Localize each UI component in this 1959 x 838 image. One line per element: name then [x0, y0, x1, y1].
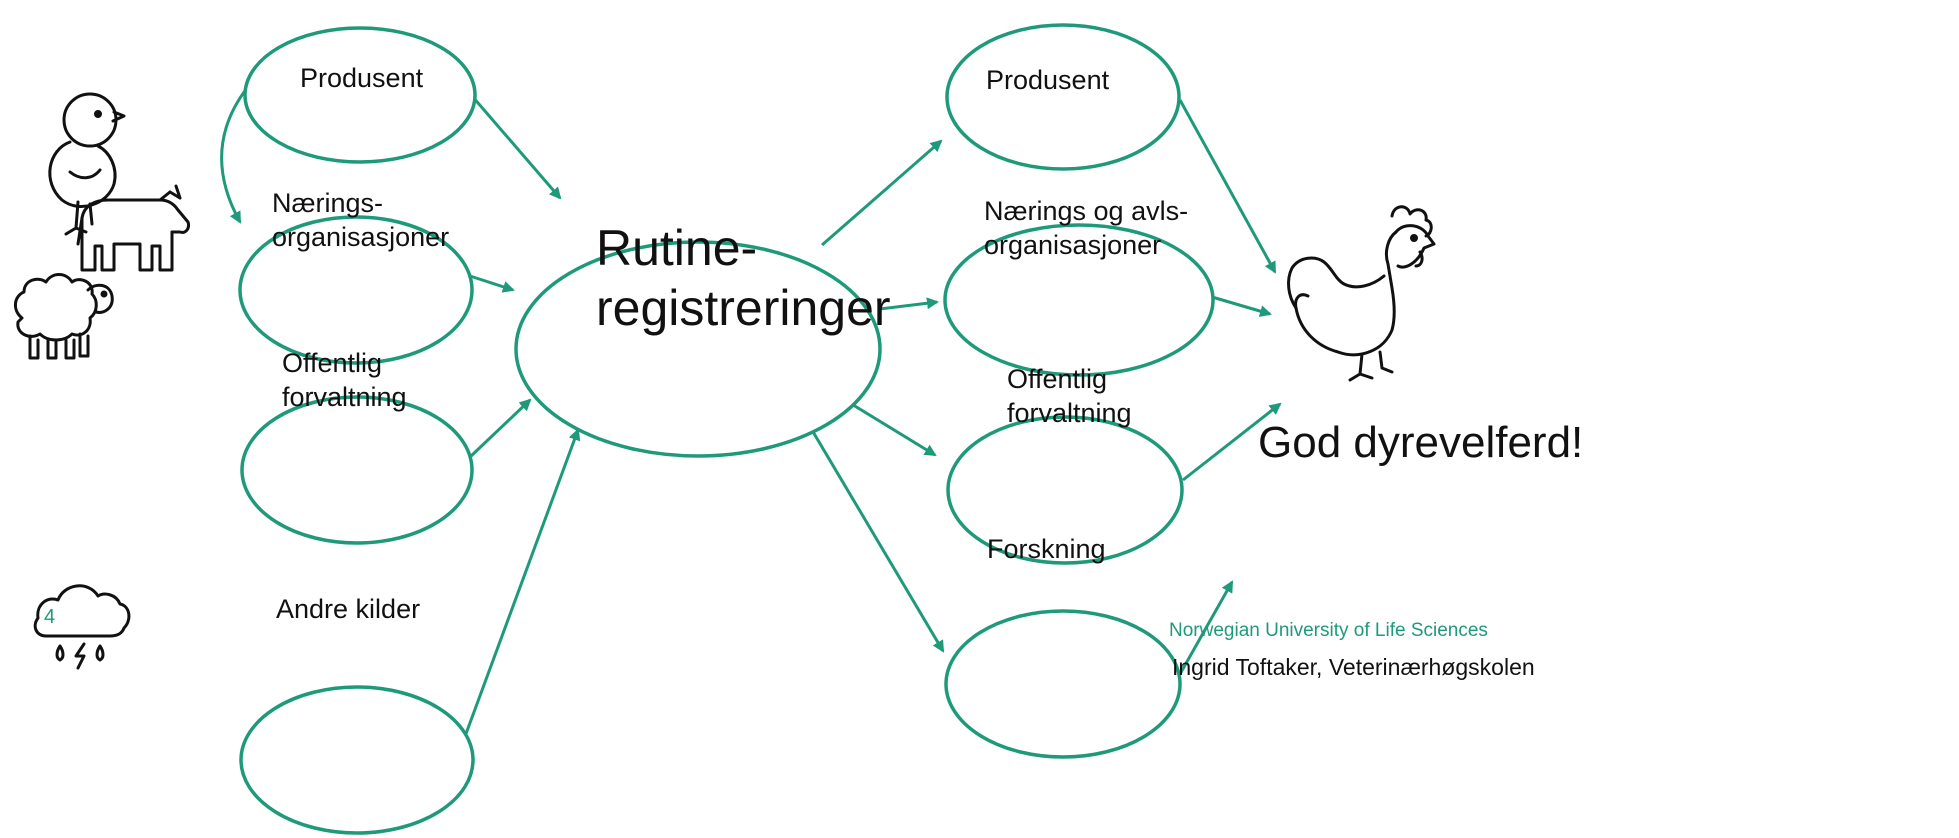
- page-number: 4: [44, 606, 56, 628]
- node-naerings-left: [238, 215, 474, 365]
- edge-center-to-offentlig-right: [844, 398, 937, 457]
- edge-produsent-left-to-center: [470, 95, 562, 200]
- node-produsent-right-label: Produsent: [986, 65, 1110, 95]
- node-andre-kilder: [239, 685, 475, 835]
- edge-forskning-to-goal: [1178, 580, 1234, 675]
- node-offentlig-left-label: Offentlig forvaltning: [282, 348, 407, 412]
- edge-andre-kilder-to-center: [458, 428, 581, 751]
- edge-offentlig-left-to-center: [468, 398, 532, 459]
- node-center-label: Rutine- registreringer: [596, 220, 891, 336]
- node-forskning: [944, 609, 1182, 759]
- node-andre-kilder-label: Andre kilder: [276, 594, 421, 624]
- edge-center-to-naerings-right: [879, 297, 939, 311]
- chick-icon: [48, 92, 126, 236]
- edge-center-to-forskning: [804, 419, 945, 653]
- node-produsent-left: [243, 26, 477, 164]
- cow-icon: [76, 184, 190, 272]
- edge-produsent-right-to-goal: [1178, 99, 1277, 274]
- node-offentlig-right-label: Offentlig forvaltning: [1007, 364, 1132, 428]
- node-center: [514, 240, 882, 458]
- edge-center-to-produsent-right: [821, 139, 943, 247]
- node-naerings-left-label: Nærings- organisasjoner: [272, 188, 450, 252]
- node-naerings-right-label: Nærings og avls- organisasjoner: [984, 196, 1189, 260]
- rain-cloud-icon: [33, 584, 131, 670]
- node-offentlig-left: [240, 395, 474, 545]
- goal-text: God dyrevelferd!: [1258, 418, 1584, 467]
- node-offentlig-right: [946, 415, 1184, 565]
- edge-naerings-right-to-goal: [1211, 295, 1272, 317]
- edges: [220, 87, 1282, 751]
- node-produsent-right: [945, 23, 1181, 171]
- hen-icon: [1287, 205, 1436, 382]
- edge-produsent-to-naerings: [220, 87, 249, 224]
- university-name: Norwegian University of Life Sciences: [1169, 620, 1488, 641]
- sheep-icon: [14, 273, 114, 360]
- node-naerings-right: [943, 223, 1215, 377]
- node-produsent-left-label: Produsent: [300, 63, 424, 93]
- nodes: [238, 23, 1215, 835]
- edge-naerings-left-to-center: [469, 274, 515, 293]
- node-forskning-label: Forskning: [987, 534, 1106, 564]
- edge-offentlig-right-to-goal: [1182, 402, 1282, 482]
- author-credit: Ingrid Toftaker, Veterinærhøgskolen: [1172, 654, 1535, 680]
